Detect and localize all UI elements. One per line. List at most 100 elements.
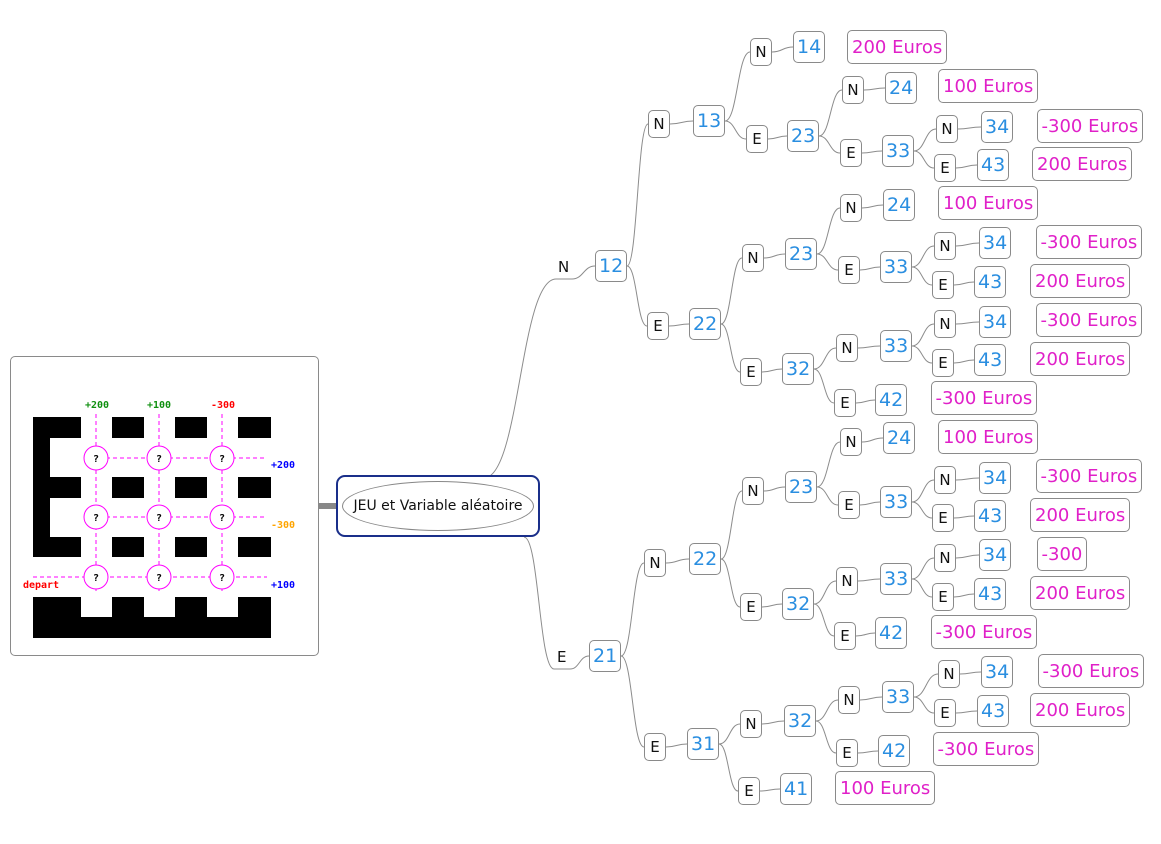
- gain-node[interactable]: 200 Euros: [1030, 498, 1131, 532]
- branch-node-north[interactable]: N: [934, 310, 956, 338]
- position-node[interactable]: 33: [880, 330, 913, 362]
- position-node[interactable]: 24: [885, 72, 918, 104]
- gain-node[interactable]: -300 Euros: [1035, 303, 1143, 337]
- gain-node[interactable]: 200 Euros: [1030, 576, 1131, 610]
- gain-node[interactable]: -300 Euros: [1036, 109, 1144, 143]
- connector-line: [668, 323, 690, 327]
- position-node[interactable]: 43: [977, 149, 1010, 181]
- branch-node-east[interactable]: E: [644, 733, 666, 761]
- branch-node-north[interactable]: N: [838, 686, 860, 714]
- position-node[interactable]: 24: [883, 422, 916, 454]
- branch-node-east[interactable]: E: [836, 739, 858, 767]
- gain-node[interactable]: 200 Euros: [1032, 147, 1133, 181]
- position-node[interactable]: 23: [787, 120, 820, 152]
- position-node[interactable]: 32: [784, 705, 817, 737]
- gain-node[interactable]: -300 Euros: [1037, 654, 1145, 688]
- branch-node-east[interactable]: E: [932, 504, 954, 532]
- branch-node-east[interactable]: E: [932, 271, 954, 299]
- maze-cell-mark: ?: [93, 573, 99, 584]
- position-node[interactable]: 22: [689, 308, 722, 340]
- gain-node[interactable]: 200 Euros: [1030, 693, 1131, 727]
- gain-node[interactable]: -300 Euros: [930, 381, 1038, 415]
- position-node[interactable]: 34: [979, 462, 1012, 494]
- branch-node-east[interactable]: E: [740, 593, 762, 621]
- branch-node-east[interactable]: E: [740, 358, 762, 386]
- branch-node-east[interactable]: E: [838, 491, 860, 519]
- position-node[interactable]: 34: [981, 111, 1014, 143]
- gain-node[interactable]: 100 Euros: [938, 69, 1039, 103]
- position-node[interactable]: 32: [782, 588, 815, 620]
- gain-node[interactable]: 100 Euros: [938, 186, 1039, 220]
- position-node[interactable]: 43: [974, 266, 1007, 298]
- position-node[interactable]: 43: [974, 500, 1007, 532]
- branch-node-north[interactable]: N: [836, 334, 858, 362]
- branch-node-east[interactable]: E: [934, 154, 956, 182]
- gain-node[interactable]: 200 Euros: [847, 30, 948, 64]
- position-node[interactable]: 23: [785, 471, 818, 503]
- branch-node-north[interactable]: N: [934, 544, 956, 572]
- position-node[interactable]: 21: [589, 640, 622, 672]
- branch-node-north[interactable]: N: [750, 38, 772, 66]
- branch-node-north[interactable]: N: [740, 710, 762, 738]
- branch-node-east[interactable]: E: [932, 349, 954, 377]
- branch-node-north[interactable]: N: [836, 567, 858, 595]
- branch-node-east[interactable]: E: [840, 139, 862, 167]
- position-node[interactable]: 22: [689, 543, 722, 575]
- position-node[interactable]: 31: [687, 728, 720, 760]
- gain-node[interactable]: 100 Euros: [835, 771, 936, 805]
- position-node[interactable]: 42: [878, 735, 911, 767]
- branch-node-north[interactable]: N: [936, 115, 958, 143]
- gain-node[interactable]: -300 Euros: [1035, 225, 1143, 259]
- gain-node[interactable]: 100 Euros: [938, 420, 1039, 454]
- position-node[interactable]: 23: [785, 238, 818, 270]
- position-node[interactable]: 34: [981, 656, 1014, 688]
- branch-node-north[interactable]: N: [742, 477, 764, 505]
- gain-node[interactable]: 200 Euros: [1030, 342, 1131, 376]
- position-node[interactable]: 42: [875, 617, 908, 649]
- branch-node-north[interactable]: N: [644, 549, 666, 577]
- branch-node-east[interactable]: E: [746, 125, 768, 153]
- gain-node[interactable]: -300 Euros: [930, 615, 1038, 649]
- branch-node-north[interactable]: N: [938, 660, 960, 688]
- position-node[interactable]: 43: [974, 344, 1007, 376]
- branch-node-north[interactable]: N: [742, 244, 764, 272]
- position-node[interactable]: 33: [882, 135, 915, 167]
- position-node[interactable]: 12: [595, 250, 628, 282]
- branch-node-north[interactable]: N: [648, 110, 670, 138]
- branch-node-north[interactable]: N: [934, 466, 956, 494]
- position-node[interactable]: 33: [880, 563, 913, 595]
- position-node[interactable]: 33: [880, 251, 913, 283]
- position-node[interactable]: 33: [882, 681, 915, 713]
- gain-node[interactable]: 200 Euros: [1030, 264, 1131, 298]
- branch-node-east[interactable]: E: [834, 622, 856, 650]
- branch-node-east[interactable]: E: [647, 312, 669, 340]
- position-node[interactable]: 32: [782, 353, 815, 385]
- position-node[interactable]: 14: [793, 31, 826, 63]
- position-node[interactable]: 33: [880, 486, 913, 518]
- branch-node-east[interactable]: E: [932, 583, 954, 611]
- position-node[interactable]: 34: [979, 227, 1012, 259]
- branch-node-north[interactable]: N: [842, 76, 864, 104]
- position-node[interactable]: 43: [974, 578, 1007, 610]
- branch-node-north[interactable]: N: [840, 428, 862, 456]
- position-node[interactable]: 13: [693, 105, 726, 137]
- position-node[interactable]: 34: [979, 306, 1012, 338]
- gain-node[interactable]: -300 Euros: [1035, 459, 1143, 493]
- position-node[interactable]: 42: [875, 384, 908, 416]
- branch-node-east[interactable]: E: [934, 699, 956, 727]
- branch-node-east[interactable]: E: [838, 256, 860, 284]
- connector-line: [911, 501, 933, 519]
- gain-node[interactable]: -300 Euros: [932, 732, 1040, 766]
- root-node[interactable]: JEU et Variable aléatoire: [336, 475, 540, 537]
- position-node[interactable]: 43: [977, 695, 1010, 727]
- branch-node-north[interactable]: N: [934, 232, 956, 260]
- position-node[interactable]: 34: [979, 539, 1012, 571]
- position-node[interactable]: 41: [780, 773, 813, 805]
- branch-node-east[interactable]: E: [738, 777, 760, 805]
- branch-node-north[interactable]: N: [840, 194, 862, 222]
- connector-line: [767, 135, 788, 140]
- gain-node[interactable]: -300: [1036, 537, 1088, 571]
- branch-node-east[interactable]: E: [834, 389, 856, 417]
- top-label-3: -300: [211, 400, 235, 411]
- position-node[interactable]: 24: [883, 189, 916, 221]
